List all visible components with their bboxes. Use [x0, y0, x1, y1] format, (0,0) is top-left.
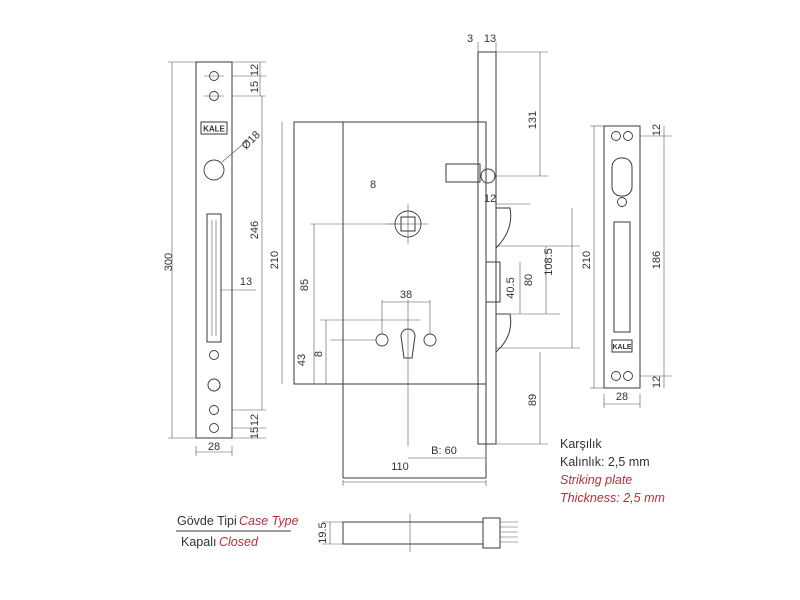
- latch-slot: [206, 213, 222, 343]
- strike-plate-outline: [603, 125, 641, 389]
- screw-hole-icon: [423, 333, 437, 347]
- legend-closed-tr: Kapalı: [181, 535, 216, 549]
- case-top-dim-b: 13: [484, 33, 496, 45]
- note-title-en: Striking plate: [560, 473, 632, 487]
- screw-hole-icon: [209, 350, 219, 360]
- case-key-width-dim: 38: [400, 289, 412, 301]
- case-forend-dim: 131: [527, 111, 539, 129]
- front-plate: KALE 300 28 12 15 Ø18 246: [163, 61, 266, 456]
- front-plate-hole-dim-bottom-b: 15: [249, 427, 261, 439]
- case-forend: [477, 51, 497, 445]
- strike-plate: KALE 210 12 186 12 28: [581, 124, 672, 408]
- case-latch-dim: 12: [484, 193, 496, 205]
- case-width-dim: 110: [391, 461, 409, 473]
- front-plate-slot-width-dim: 13: [240, 276, 252, 288]
- note-thickness-tr: Kalınlık: 2,5 mm: [560, 455, 650, 469]
- strike-plate-bottom-dim: 12: [651, 376, 663, 388]
- keyhole-icon: [400, 328, 416, 359]
- case-body-outline: [293, 121, 487, 385]
- screw-hole-icon: [623, 131, 633, 141]
- front-plate-hole-dim-top-a: 12: [249, 64, 261, 76]
- case-spindle-to-key-dim: 85: [299, 279, 311, 291]
- front-plate-width-dim: 28: [208, 441, 220, 453]
- side-view: 19.5: [317, 514, 518, 552]
- dead-bolt-top: [495, 207, 512, 249]
- note-thickness-en: Thickness: 2,5 mm: [560, 491, 665, 505]
- note-title-tr: Karşılık: [560, 437, 602, 451]
- screw-hole-icon: [375, 333, 389, 347]
- screw-hole-icon: [611, 371, 621, 381]
- front-plate-diameter-dim: Ø18: [240, 129, 263, 152]
- front-plate-logo-text: KALE: [203, 125, 225, 134]
- strike-plate-height-inner-dim: 186: [651, 251, 663, 269]
- front-plate-hole-dim-top-b: 15: [249, 81, 261, 93]
- tse-mark-icon: [207, 378, 221, 392]
- screw-hole-icon: [611, 131, 621, 141]
- case-bottom-dim: 89: [527, 394, 539, 406]
- front-plate-inner-height-dim: 246: [249, 221, 261, 239]
- front-plate-height-dim: 300: [163, 253, 175, 271]
- front-plate-outline: [195, 61, 233, 439]
- case-height-dim: 210: [269, 251, 281, 269]
- case-bolt-dim-a: 40.5: [505, 277, 517, 298]
- case-square-dim: 8: [370, 179, 376, 191]
- front-plate-hole-dim-bottom-a: 12: [249, 414, 261, 426]
- case-top-dim-a: 3: [467, 33, 473, 45]
- latch-opening: [611, 157, 633, 197]
- bolt-opening: [613, 221, 631, 333]
- side-view-thickness-dim: 19.5: [317, 522, 329, 543]
- lock-case-view: 3 13 131 8 12 210 85 43 8 38 40.5 80: [269, 33, 580, 486]
- side-view-forend: [482, 517, 501, 549]
- screw-hole-icon: [617, 197, 627, 207]
- legend-case-type-en: Case Type: [239, 514, 299, 528]
- dead-bolt-bottom: [495, 313, 512, 353]
- screw-hole-icon: [209, 423, 219, 433]
- case-key-offset-dim: 8: [313, 351, 325, 357]
- cylinder-hole-icon: [203, 159, 225, 181]
- strike-plate-width-dim: 28: [616, 391, 628, 403]
- strike-plate-height-outer-dim: 210: [581, 251, 593, 269]
- case-backset-dim: B: 60: [431, 445, 457, 457]
- kale-logo-icon: [200, 121, 228, 135]
- legend-closed-en: Closed: [219, 535, 259, 549]
- case-type-legend: Gövde Tipi Case Type Kapalı Closed: [176, 514, 299, 549]
- strike-plate-logo-text: KALE: [612, 344, 631, 351]
- case-bolt-dim-b: 80: [523, 274, 535, 286]
- strike-plate-notes: Karşılık Kalınlık: 2,5 mm Striking plate…: [560, 437, 665, 505]
- screw-hole-icon: [623, 371, 633, 381]
- kale-logo-icon: [611, 339, 633, 353]
- case-key-to-bottom-dim: 43: [296, 354, 308, 366]
- side-view-body: [342, 521, 484, 545]
- strike-plate-top-dim: 12: [651, 124, 663, 136]
- legend-case-type-tr: Gövde Tipi: [177, 514, 237, 528]
- screw-hole-icon: [209, 405, 219, 415]
- latch-bolt: [445, 163, 481, 183]
- case-bolt-dim-c: 108.5: [543, 248, 555, 276]
